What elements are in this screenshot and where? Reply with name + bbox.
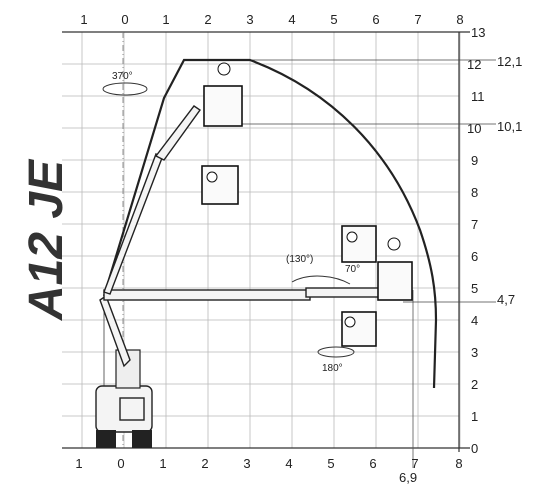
y-tick: 6 xyxy=(471,249,478,264)
model-title: A12 JE xyxy=(20,158,73,321)
counterweight xyxy=(119,397,145,421)
horizontal-height-callout: 4,7 xyxy=(497,292,515,307)
jib-rotation-label: (130°) xyxy=(286,254,313,265)
platform-height-callout: 10,1 xyxy=(497,119,522,134)
x-top-tick: 3 xyxy=(246,12,253,27)
wheel-left xyxy=(96,430,116,448)
working-envelope xyxy=(102,58,438,389)
operator-head-upper-right xyxy=(346,231,358,243)
jib-raised xyxy=(154,105,201,161)
x-bottom-tick: 7 xyxy=(411,456,418,471)
y-tick: 13 xyxy=(471,25,485,40)
x-top-tick: 1 xyxy=(80,12,87,27)
x-bottom-ticks: 1 0 1 2 3 4 5 6 7 8 xyxy=(75,456,462,471)
x-bottom-tick: 1 xyxy=(159,456,166,471)
x-top-tick: 4 xyxy=(288,12,295,27)
y-tick: 1 xyxy=(471,409,478,424)
basket-mid xyxy=(201,165,239,205)
x-bottom-tick: 1 xyxy=(75,456,82,471)
operator-head-right xyxy=(387,237,401,251)
y-tick: 5 xyxy=(471,281,478,296)
lower-boom xyxy=(99,294,131,368)
y-tick: 0 xyxy=(471,441,478,456)
y-tick: 3 xyxy=(471,345,478,360)
y-tick: 12 xyxy=(467,57,481,72)
turret-rotation-icon xyxy=(102,82,148,96)
x-top-tick: 8 xyxy=(456,12,463,27)
basket-lower-right xyxy=(341,311,377,347)
main-boom-horizontal xyxy=(103,289,311,301)
x-top-tick: 7 xyxy=(414,12,421,27)
max-reach-callout: 6,9 xyxy=(399,470,417,485)
operator-head-top xyxy=(217,62,231,76)
x-top-tick: 2 xyxy=(204,12,211,27)
x-bottom-tick: 3 xyxy=(243,456,250,471)
basket-rotation-icon xyxy=(317,346,355,358)
y-tick: 9 xyxy=(471,153,478,168)
y-ticks: 0 1 2 3 4 5 6 7 8 9 10 11 12 13 xyxy=(467,25,485,456)
x-bottom-tick: 5 xyxy=(327,456,334,471)
x-bottom-tick: 4 xyxy=(285,456,292,471)
wheel-right xyxy=(132,430,152,448)
x-top-tick: 0 xyxy=(121,12,128,27)
y-tick: 7 xyxy=(471,217,478,232)
basket-top xyxy=(203,85,243,127)
x-bottom-tick: 2 xyxy=(201,456,208,471)
y-tick: 11 xyxy=(471,89,485,104)
machine-chassis xyxy=(95,349,153,448)
y-tick: 10 xyxy=(467,121,481,136)
max-height-callout: 12,1 xyxy=(497,54,522,69)
basket-right xyxy=(377,261,413,301)
x-bottom-tick: 8 xyxy=(455,456,462,471)
x-top-tick: 6 xyxy=(372,12,379,27)
operator-head-mid xyxy=(206,171,218,183)
jib-rotation-icon xyxy=(291,275,351,285)
basket-rotation-label: 180° xyxy=(322,363,343,374)
turret-rotation-label: 370° xyxy=(112,71,133,82)
y-tick: 8 xyxy=(471,185,478,200)
operator-head-lower-right xyxy=(344,316,356,328)
basket-upper-right xyxy=(341,225,377,263)
x-bottom-tick: 6 xyxy=(369,456,376,471)
jib-horizontal xyxy=(305,287,381,298)
jib-rotation-small-label: 70° xyxy=(345,264,360,275)
x-top-ticks: 1 0 1 2 3 4 5 6 7 8 xyxy=(80,12,463,27)
y-tick: 2 xyxy=(471,377,478,392)
x-top-tick: 5 xyxy=(330,12,337,27)
y-tick: 4 xyxy=(471,313,478,328)
x-bottom-tick: 0 xyxy=(117,456,124,471)
x-top-tick: 1 xyxy=(162,12,169,27)
